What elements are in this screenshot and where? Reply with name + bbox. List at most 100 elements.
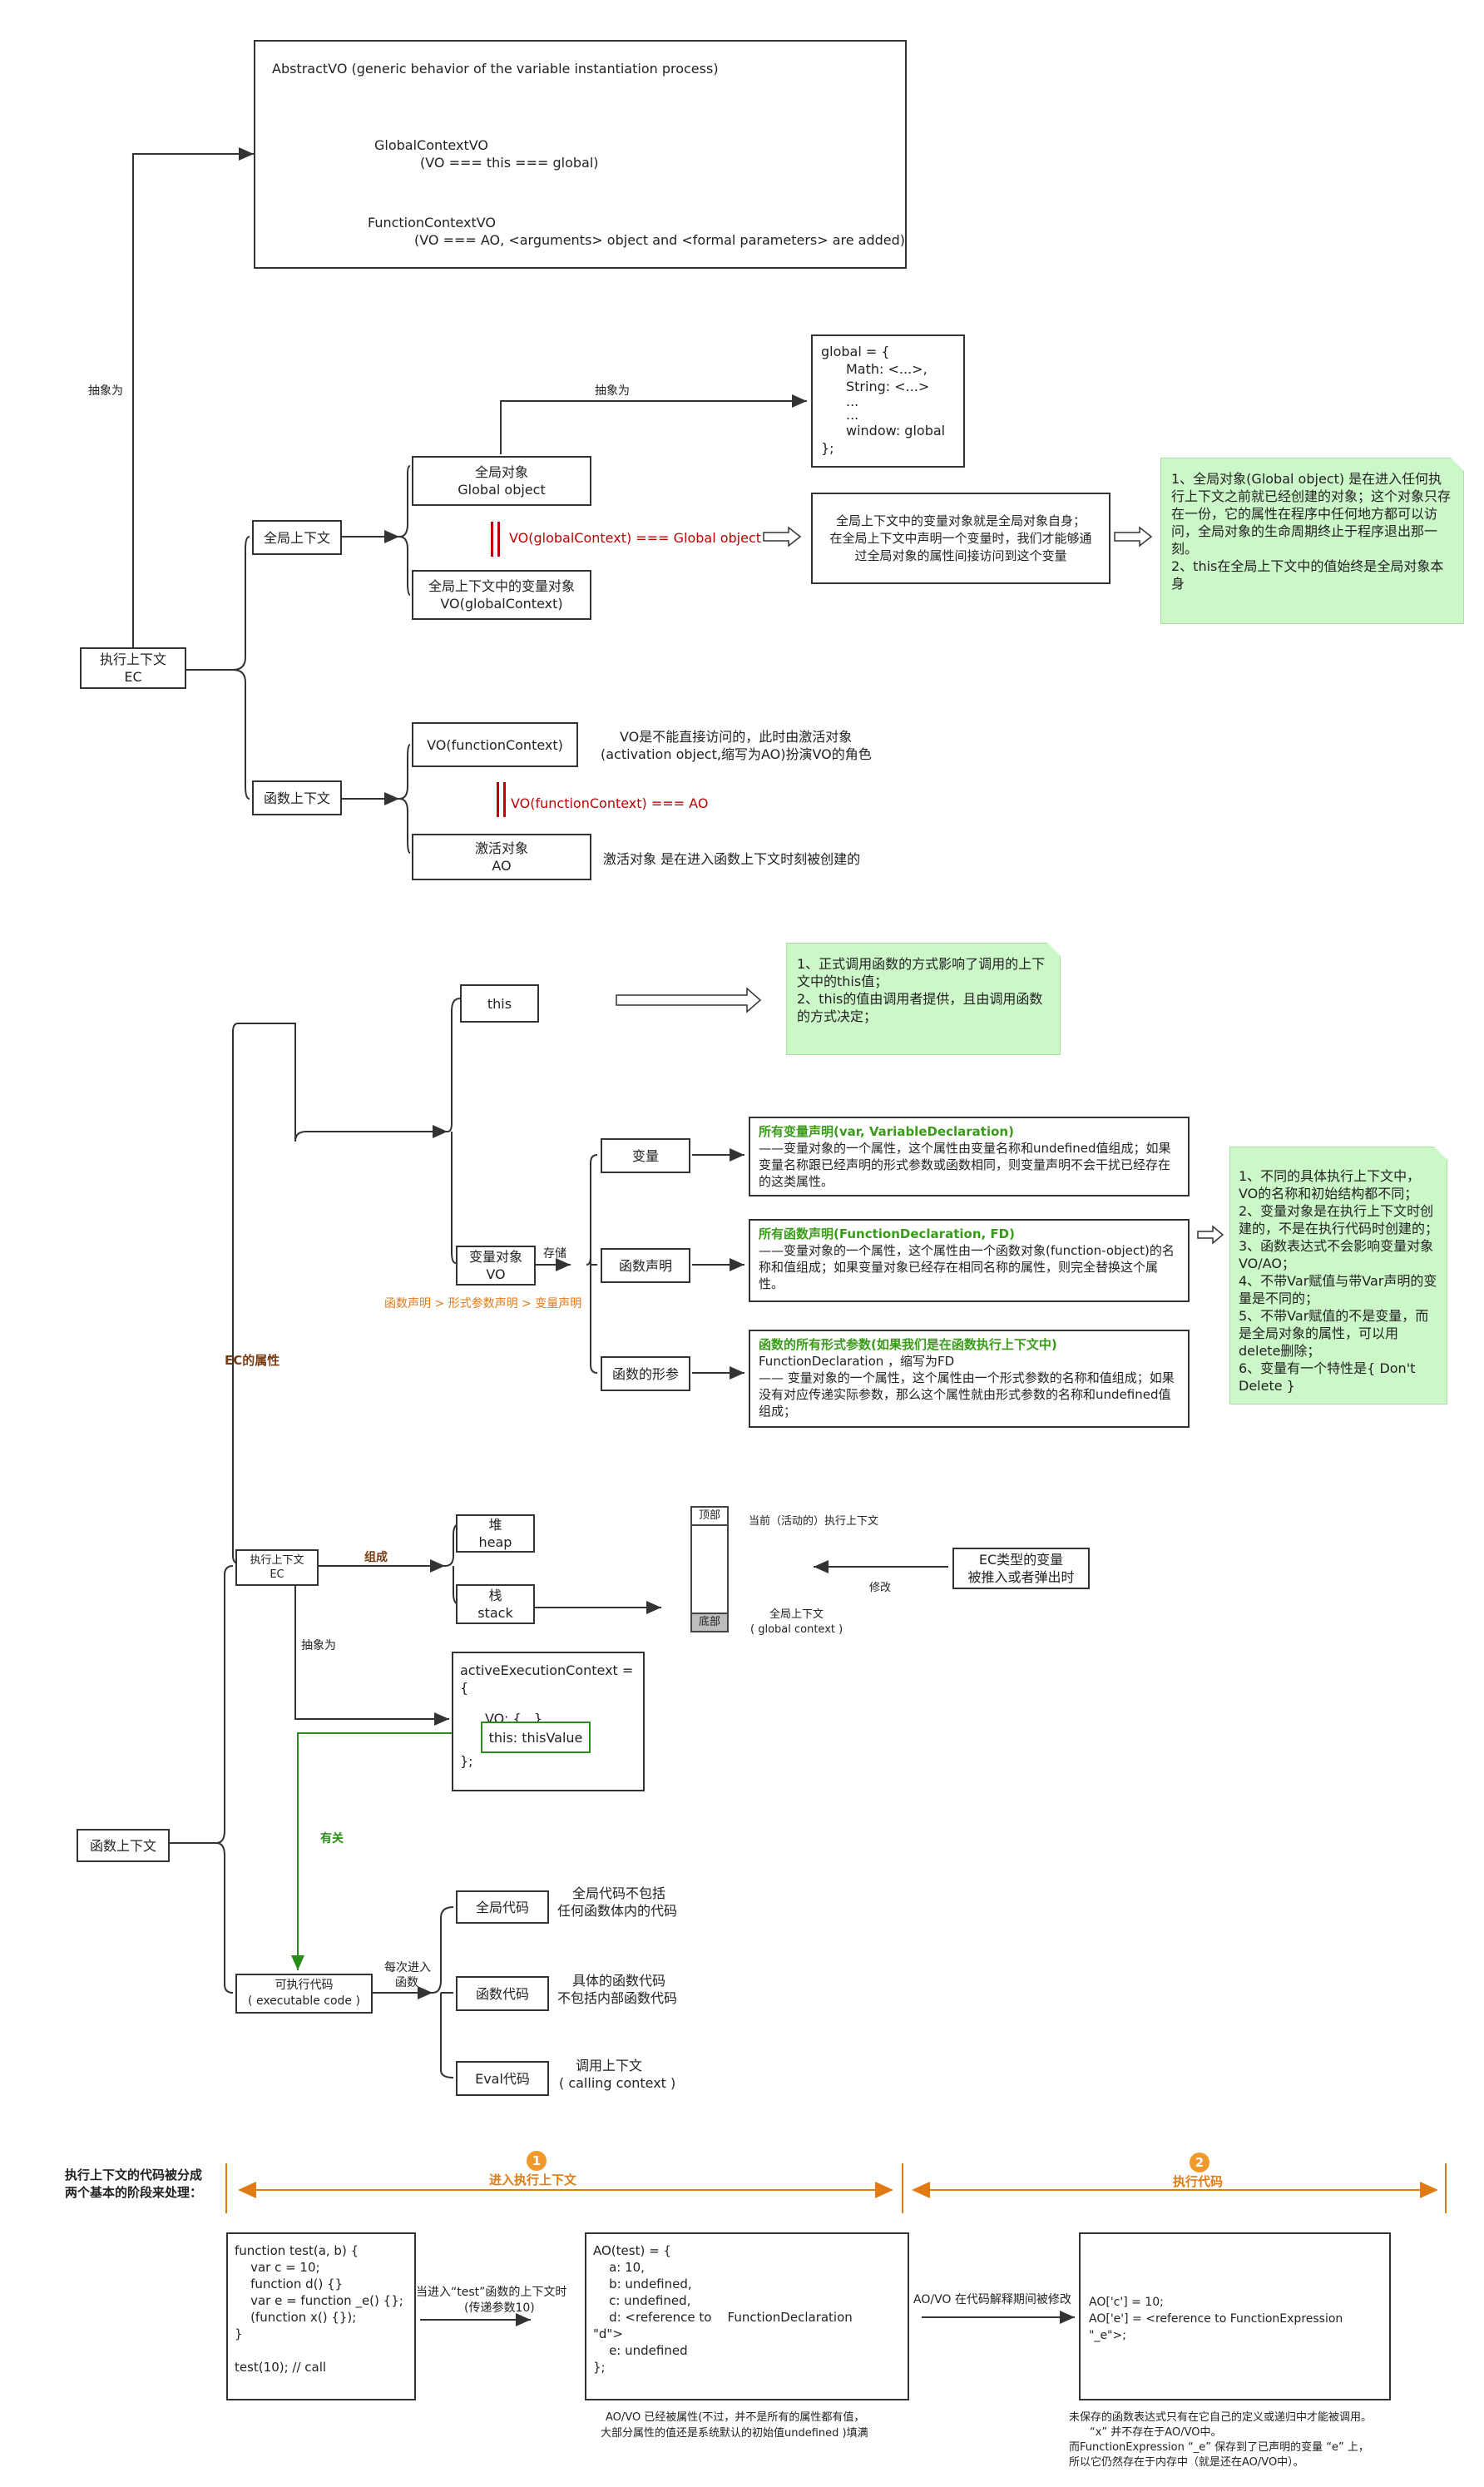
ao-line: }; [593,2360,606,2375]
fn-code-box: 函数代码 [456,1976,549,2011]
code-line: var c = 10; [235,2260,320,2275]
global-code-line: String: <...> [846,379,930,394]
ao-line: c: undefined, [593,2293,691,2308]
this-note-line-1: 1、正式调用函数的方式影响了调用的上下文中的this值； [797,956,1046,989]
ao-note-2: 大部分属性的值还是系统默认的初始值undefined )填满 [601,2427,868,2440]
ao-desc: 激活对象 是在进入函数上下文时刻被创建的 [603,851,861,867]
ao-line: AO(test) = { [593,2243,671,2258]
code-line: function d() {} [235,2276,344,2291]
this-value-box: this: thisValue [481,1722,591,1753]
exec-code-label-1: 可执行代码 [275,1979,334,1992]
fn-code-desc-1: 具体的函数代码 [572,1973,666,1989]
fn-eq-text: VO(functionContext) === AO [511,795,709,811]
vo-label-1: 变量对象 [468,1249,522,1265]
function-context-box: 函数上下文 [252,780,342,815]
exec-code-box: 可执行代码 ( executable code ) [235,1974,373,2014]
ec-mid-label-2: EC [270,1568,284,1581]
phases-heading-1: 执行上下文的代码被分成 [65,2167,203,2182]
active-ec-line: activeExecutionContext = { [460,1662,634,1696]
vo-note-line: 4、不带Var赋值与带Var声明的变量是不同的； [1239,1273,1437,1306]
ao-line: e: undefined [593,2343,688,2358]
phase2-label: 执行代码 [1173,2174,1224,2189]
global-object-label-2: Global object [458,482,546,498]
function-context-label: 函数上下文 [263,790,330,806]
param-desc-title: 函数的所有形式参数(如果我们是在函数执行上下文中) [759,1337,1057,1352]
params-label: 函数的形参 [611,1365,679,1382]
ec-var-label-1: EC类型的变量 [978,1552,1064,1568]
ao-line: a: 10, [593,2260,645,2275]
abstract-vo-title: AbstractVO (generic behavior of the vari… [272,61,719,77]
stack-label-1: 栈 [488,1588,502,1603]
modify-label: 修改 [869,1582,892,1594]
fd-desc-box: 所有函数声明(FunctionDeclaration, FD) ——变量对象的一… [749,1219,1190,1302]
related-label: 有关 [320,1832,344,1845]
global-context-box: 全局上下文 [252,520,342,555]
vo-note-line: 3、函数表达式不会影响变量对象VO/AO； [1239,1238,1434,1271]
this-value-label: this: thisValue [488,1729,583,1746]
global-note-line-2: 2、this在全局上下文中的值始终是全局对象本身 [1171,558,1444,592]
enter-label-2: (传递参数10) [464,2301,535,2315]
ec-mid-label-1: 执行上下文 [250,1554,304,1567]
ec-var-box: EC类型的变量 被推入或者弹出时 [952,1548,1090,1589]
function-context-vo: FunctionContextVO [368,215,496,230]
vo-note-line: 2、变量对象是在执行上下文时创建的，不是在执行代码时创建的； [1239,1203,1439,1236]
global-code-box: global = { Math: <...>, String: <...> ..… [811,334,965,468]
global-context-vo-desc: (VO === this === global) [420,155,599,171]
abstract-as-label: 抽象为 [88,384,123,398]
fn-eq-bar-1 [497,782,499,817]
fn-vo-box: VO(functionContext) [412,722,578,767]
global-vo-desc-line: 过全局对象的属性间接访问到这个变量 [854,547,1067,563]
ao-test-box: AO(test) = { a: 10, b: undefined, c: und… [585,2232,909,2400]
global-vo-box: 全局上下文中的变量对象 VO(globalContext) [412,570,591,620]
heap-box: 堆 heap [456,1514,535,1553]
param-desc-text-1: FunctionDeclaration ，缩写为FD [759,1354,955,1369]
order-label: 函数声明 > 形式参数声明 > 变量声明 [384,1297,582,1310]
ao-label-2: AO [492,858,512,874]
ec-box: 执行上下文 EC [80,647,186,689]
current-ec-label: 当前（活动的）执行上下文 [749,1515,879,1528]
eq-bar-2 [497,522,500,557]
global-code-type-label: 全局代码 [475,1899,529,1915]
this-box: this [460,984,539,1023]
eval-code-desc-2: ( calling context ) [559,2075,676,2091]
var-desc-box: 所有变量声明(var, VariableDeclaration) ——变量对象的… [749,1117,1190,1196]
fn-code-label: 函数代码 [475,1985,529,2002]
global-context-label: 全局上下文 [263,529,330,546]
global-code-line: }; [821,440,834,456]
abstract-vo-box: AbstractVO (generic behavior of the vari… [254,40,907,269]
stack-bottom-cell: 底部 [692,1613,727,1631]
vo-label-2: VO [486,1266,506,1282]
global-object-note: 1、全局对象(Global object) 是在进入任何执行上下文之前就已经创建… [1160,458,1464,624]
global-eq-text: VO(globalContext) === Global object [509,530,762,546]
stack-diagram: 顶部 底部 [690,1506,729,1632]
var-box: 变量 [601,1138,690,1173]
global-code-line: ... [846,394,859,409]
eval-code-label: Eval代码 [475,2070,530,2087]
ao-line: "d"> [593,2326,623,2341]
fd-desc-text: ——变量对象的一个属性，这个属性由一个函数对象(function-object)… [759,1243,1175,1291]
global-note-line-1: 1、全局对象(Global object) 是在进入任何执行上下文之前就已经创建… [1171,471,1452,557]
ao-line: b: undefined, [593,2276,692,2291]
global-abstract-as: 抽象为 [595,384,630,398]
fn-eq-bar-2 [503,782,506,817]
param-desc-text-2: —— 变量对象的一个属性，这个属性由一个形式参数的名称和值组成；如果没有对应传递… [759,1370,1175,1419]
global-ctx-stack-1: 全局上下文 [769,1608,824,1621]
code-line: function test(a, b) { [235,2243,359,2258]
vo-note-line: 5、不带Var赋值的不是变量，而是全局对象的属性，可以用delete删除； [1239,1308,1429,1359]
ao-box: 激活对象 AO [412,834,591,880]
exec-code-label-2: ( executable code ) [248,1994,360,2008]
global-context-vo: GlobalContextVO [374,137,488,153]
global-ctx-stack-2: ( global context ) [750,1623,843,1636]
global-code-line: global = { [821,344,890,359]
test-code-box: function test(a, b) { var c = 10; functi… [226,2232,416,2400]
store-label: 存储 [543,1247,566,1261]
code-line: (function x() {}); [235,2310,357,2325]
ao-label-1: 激活对象 [474,840,528,856]
fn-ctx-label: 函数上下文 [89,1837,156,1854]
ao-modified-box: AO['c'] = 10; AO['e'] = <reference to Fu… [1079,2232,1391,2400]
ec-label-1: 执行上下文 [99,651,166,667]
global-vo-label-1: 全局上下文中的变量对象 [428,578,575,594]
global-code-line: ... [846,407,859,423]
ao2-note-3: 而FunctionExpression “_e” 保存到了已声明的变量 “e” … [1069,2441,1369,2454]
